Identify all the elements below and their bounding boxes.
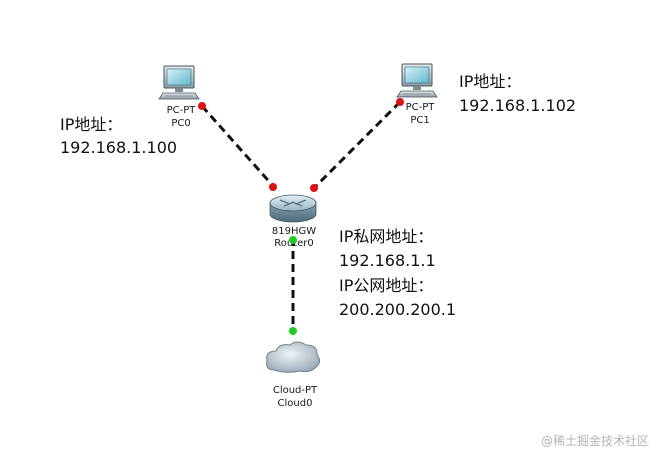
cloud0-name-label: Cloud0 — [278, 398, 313, 409]
link-light-router0-pc0 — [269, 183, 277, 191]
link-pc0-router0[interactable] — [200, 105, 276, 188]
router-icon — [269, 194, 317, 223]
pc0-model-label: PC-PT — [167, 105, 197, 116]
device-pc1[interactable]: PC-PT PC1 — [396, 63, 438, 126]
router-private-ip-value: 192.168.1.1 — [339, 251, 436, 270]
router-public-ip-value: 200.200.200.1 — [339, 300, 456, 319]
link-light-cloud0 — [289, 327, 297, 335]
router0-model-label: 819HGW — [272, 226, 316, 237]
link-light-router0-pc1 — [310, 184, 318, 192]
router-private-ip-label: IP私网地址： — [339, 227, 433, 246]
pc0-name-label: PC0 — [171, 118, 190, 129]
device-pc0[interactable]: PC-PT PC0 — [158, 65, 200, 129]
pc1-ip-value: 192.168.1.102 — [459, 96, 576, 115]
cloud-icon — [266, 341, 321, 373]
pc1-name-label: PC1 — [410, 115, 429, 126]
link-light-pc1 — [396, 98, 404, 106]
router-public-ip-label: IP公网地址： — [339, 276, 433, 295]
pc-icon — [158, 65, 200, 100]
cloud0-model-label: Cloud-PT — [273, 385, 318, 396]
pc1-model-label: PC-PT — [406, 102, 436, 113]
ip-annotations: IP地址： 192.168.1.100 IP地址： 192.168.1.102 … — [60, 72, 576, 319]
watermark: @稀土掘金技术社区 — [541, 433, 649, 448]
link-pc1-router0[interactable] — [312, 100, 402, 190]
pc0-ip-label: IP地址： — [60, 115, 122, 134]
links-layer — [200, 100, 402, 332]
pc0-ip-value: 192.168.1.100 — [60, 138, 177, 157]
device-cloud0[interactable]: Cloud-PT Cloud0 — [266, 341, 321, 409]
link-status-lights — [198, 98, 404, 335]
pc1-ip-label: IP地址： — [459, 72, 521, 91]
link-light-router0-cloud — [289, 236, 297, 244]
pc-icon — [396, 63, 438, 98]
link-light-pc0 — [198, 102, 206, 110]
